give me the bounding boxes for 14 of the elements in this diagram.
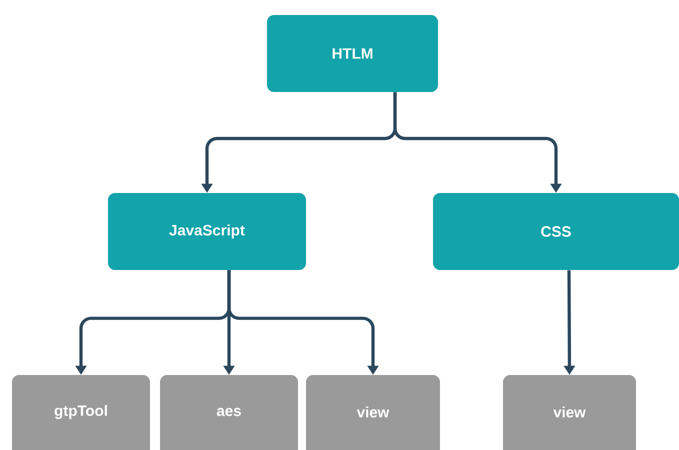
process-box [433, 193, 679, 270]
leaf-box [160, 375, 298, 450]
box-text: CSS [541, 226, 571, 237]
box-text: aes [216, 408, 241, 416]
box-text: JavaScript [169, 224, 245, 238]
box-text: view [553, 406, 586, 418]
leaf-box [12, 375, 150, 450]
process-box [108, 193, 306, 270]
box-text: view [356, 406, 390, 418]
box-text: gtpTool [54, 404, 107, 420]
box-text: HTLM [332, 48, 372, 59]
leaf-box [306, 375, 440, 450]
leaf-box [503, 375, 636, 450]
process-box [267, 15, 438, 92]
